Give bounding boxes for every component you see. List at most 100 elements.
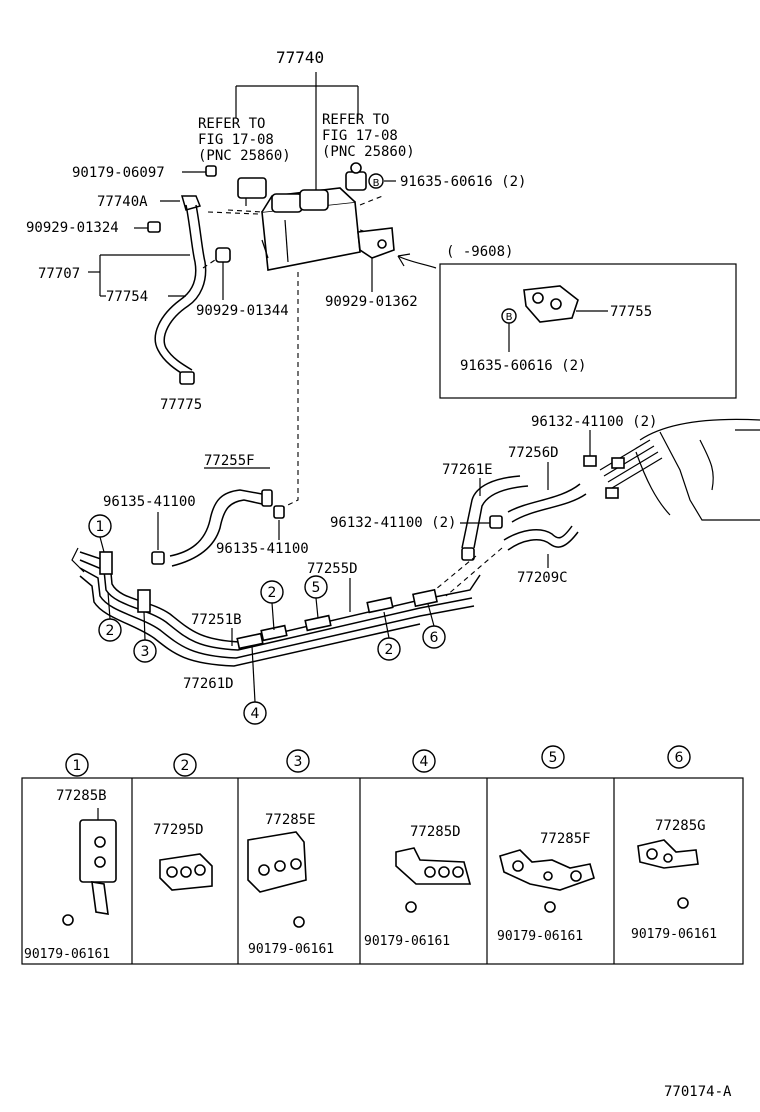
label-77209C: 77209C [517,570,568,586]
svg-text:5: 5 [549,750,558,766]
table-part-1: 77285B [56,788,107,804]
bolt-4 [405,901,417,913]
label-96135-41100-b: 96135-41100 [216,541,309,557]
label-77775: 77775 [160,397,202,413]
clamp-77285D-drawing [395,847,472,885]
bolt-b-marker [368,173,384,189]
leader-77740 [235,72,359,190]
table-bolt-5: 90179-06161 [497,929,583,944]
bolt-1 [62,914,74,926]
bracket-77707 [88,254,190,297]
svg-text:3: 3 [141,644,150,660]
label-77740A: 77740A [97,194,148,210]
svg-text:4: 4 [251,706,260,722]
table-bolt-1: 90179-06161 [24,947,110,962]
bolt-3 [293,916,305,928]
vsv-right [345,162,367,191]
clamp-77285F-drawing [499,849,595,891]
label-90179-06097: 90179-06097 [72,165,165,181]
label-90929-01362: 90929-01362 [325,294,418,310]
hose-77255F [169,489,263,557]
svg-text:1: 1 [96,519,105,535]
clamp-2a [260,624,288,642]
vsv-left [237,177,267,206]
label-77755: 77755 [610,304,652,320]
label-77740: 77740 [276,48,324,67]
table-head-4: 4 [412,749,436,773]
label-77754: 77754 [106,289,148,305]
table-bolt-4: 90179-06161 [364,934,450,949]
callout-6-line: 6 [422,603,446,649]
bolt-5 [544,901,556,913]
table-bolt-3: 90179-06161 [248,942,334,957]
hose-77754 [154,204,197,377]
label-90929-01344: 90929-01344 [196,303,289,319]
svg-text:2: 2 [106,623,115,639]
svg-text:2: 2 [181,758,190,774]
label-96132-41100-mid: 96132-41100 (2) [330,515,456,531]
table-head-1: 1 [65,753,89,777]
fuel-line-bundle [71,547,481,667]
label-96132-41100-top: 96132-41100 (2) [531,414,657,430]
label-90929-01324: 90929-01324 [26,220,119,236]
svg-text:4: 4 [420,754,429,770]
label-77251B: 77251B [191,612,242,628]
callout-5-line: 5 [304,575,328,619]
clip-90929-01324 [147,221,161,233]
svg-text:(PNC 25860): (PNC 25860) [322,144,415,160]
hose-77209C [503,525,573,541]
callout-1-line: 1 [88,514,112,553]
svg-text:(PNC 25860): (PNC 25860) [198,148,291,164]
clamp-77295D-drawing [159,853,213,891]
bracket-90929-01362 [357,227,395,259]
clamp-3 [137,589,151,613]
table-head-6: 6 [667,745,691,769]
clamp-2b [366,596,394,614]
svg-text:5: 5 [312,580,321,596]
table-part-5: 77285F [540,831,591,847]
refer-note-right: REFER TO FIG 17-08 (PNC 25860) [322,112,415,160]
svg-text:FIG 17-08: FIG 17-08 [322,128,398,144]
label-77707: 77707 [38,266,80,282]
svg-text:2: 2 [385,642,394,658]
svg-text:6: 6 [430,630,439,646]
table-part-2: 77295D [153,822,204,838]
clamp-4 [236,632,264,650]
clip-90179-06097 [205,165,217,177]
inset-arrow [397,255,437,269]
inset-box [439,263,737,399]
clamp-77285G-drawing [637,839,699,869]
svg-text:3: 3 [294,754,303,770]
table-part-3: 77285E [265,812,316,828]
clamp-5 [304,614,332,632]
hose-77740A [181,195,202,211]
callout-2-line-a: 2 [98,591,122,642]
refer-note-left: REFER TO FIG 17-08 (PNC 25860) [198,116,291,164]
inset-bolt-letter: B [506,312,513,323]
table-part-6: 77285G [655,818,706,834]
svg-text:6: 6 [675,750,684,766]
label-77255F: 77255F [204,453,255,469]
vsv-77755 [523,285,579,323]
table-bolt-6: 90179-06161 [631,927,717,942]
callout-3-line: 3 [133,611,157,663]
table-head-2: 2 [173,753,197,777]
clamp-table [21,777,744,965]
inset-title: ( -9608) [446,244,513,260]
callout-4-line: 4 [243,645,267,725]
clamp-77285E-drawing [247,831,307,893]
table-head-5: 5 [541,745,565,769]
label-77261E: 77261E [442,462,493,478]
clip-77775 [179,371,195,385]
label-91635-60616: 91635-60616 (2) [400,174,526,190]
charcoal-canister [261,187,361,271]
fuel-tank [635,418,760,521]
clamp-77285B-drawing [79,808,117,915]
callout-2-line-b: 2 [260,580,284,631]
label-77256D: 77256D [508,445,559,461]
svg-text:FIG 17-08: FIG 17-08 [198,132,274,148]
bolt-b-letter: B [373,178,380,189]
hose-77261E [461,475,521,549]
clip-90929-01344 [215,247,231,263]
